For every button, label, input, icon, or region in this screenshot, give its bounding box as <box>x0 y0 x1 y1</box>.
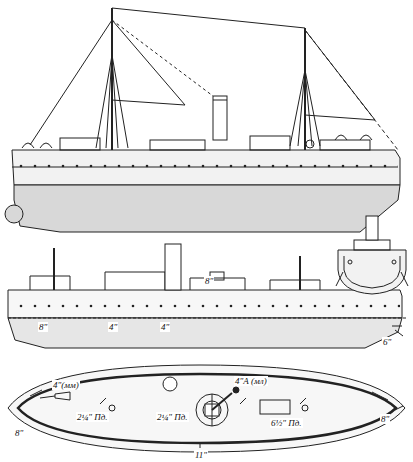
callout-label: 6" <box>382 337 392 347</box>
callout-label: 8" <box>204 276 214 286</box>
callout-label: 4"(мм) <box>52 380 80 390</box>
callout-label: 8" <box>14 428 24 438</box>
callout-label: 2¼" Пд. <box>76 412 109 422</box>
callout-label: 4"А (мл) <box>234 376 268 386</box>
callout-label: 8" <box>38 322 48 332</box>
callout-label: 6½" Пд. <box>270 418 303 428</box>
callout-label: 8" <box>380 414 390 424</box>
callout-label: 2¼" Пд. <box>156 412 189 422</box>
callout-label: 11" <box>194 450 208 460</box>
callout-label: 4" <box>160 322 170 332</box>
callout-label: 4" <box>108 322 118 332</box>
